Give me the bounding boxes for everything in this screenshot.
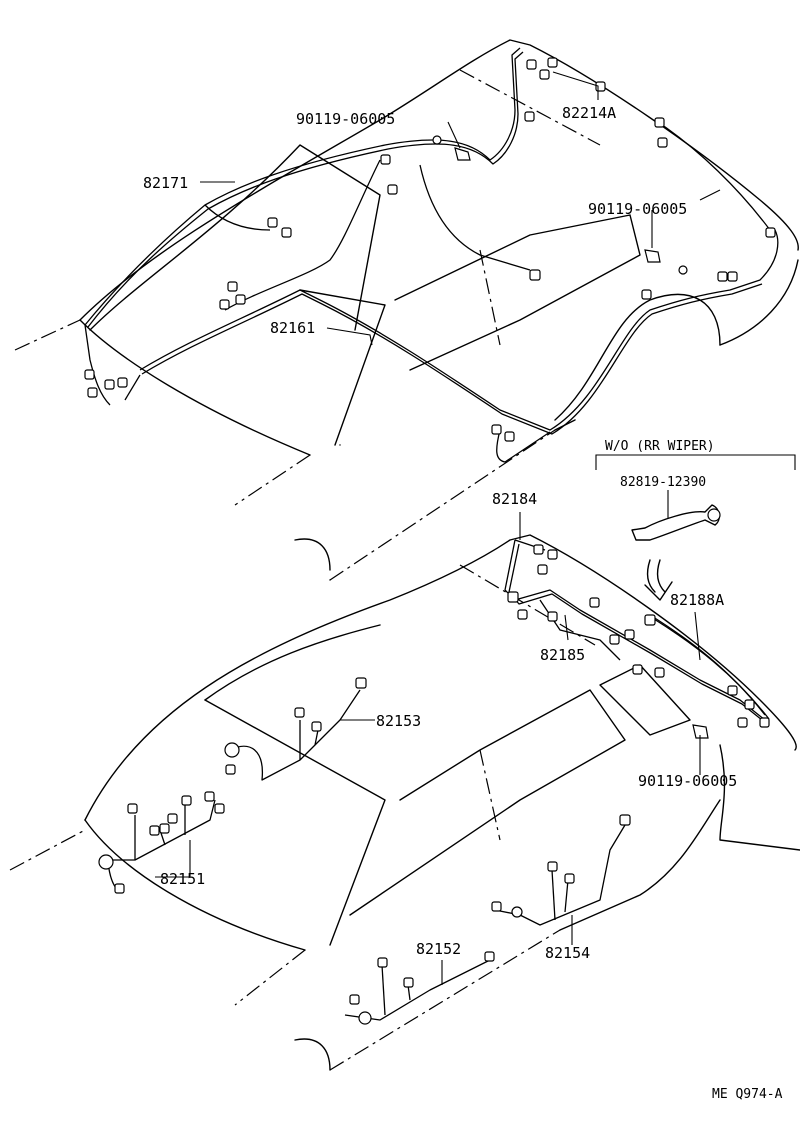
label-82819-12390: 82819-12390	[620, 475, 706, 490]
lower-leaders	[155, 512, 701, 985]
harness-82161	[139, 119, 779, 463]
label-82154: 82154	[545, 944, 590, 962]
label-variant-heading: W/O (RR WIPER)	[605, 439, 715, 454]
footer-code: ME Q974-A	[712, 1087, 783, 1102]
upper-connectors	[84, 57, 776, 442]
lower-connectors	[98, 544, 770, 1025]
harness-82153	[229, 689, 361, 781]
upper-car-body	[14, 39, 799, 581]
label-82153: 82153	[376, 712, 421, 730]
upper-leaders	[200, 71, 721, 346]
label-82152: 82152	[416, 940, 461, 958]
label-82151: 82151	[160, 870, 205, 888]
label-90119-top: 90119-06005	[296, 110, 395, 128]
label-82171: 82171	[143, 174, 188, 192]
label-82214a: 82214A	[562, 104, 616, 122]
variant-bracket	[595, 454, 796, 470]
label-82185: 82185	[540, 646, 585, 664]
label-82161: 82161	[270, 319, 315, 337]
label-90119-mid: 90119-06005	[588, 200, 687, 218]
harness-82171	[84, 47, 531, 406]
grommet-82819-12390	[631, 490, 721, 601]
lower-car-body	[9, 534, 800, 1071]
label-82188a: 82188A	[670, 591, 724, 609]
harness-82152-82154	[344, 824, 626, 1021]
label-90119-low: 90119-06005	[638, 772, 737, 790]
part-labels: 82214A 90119-06005 82171 90119-06005 821…	[143, 104, 783, 1102]
label-82184: 82184	[492, 490, 537, 508]
